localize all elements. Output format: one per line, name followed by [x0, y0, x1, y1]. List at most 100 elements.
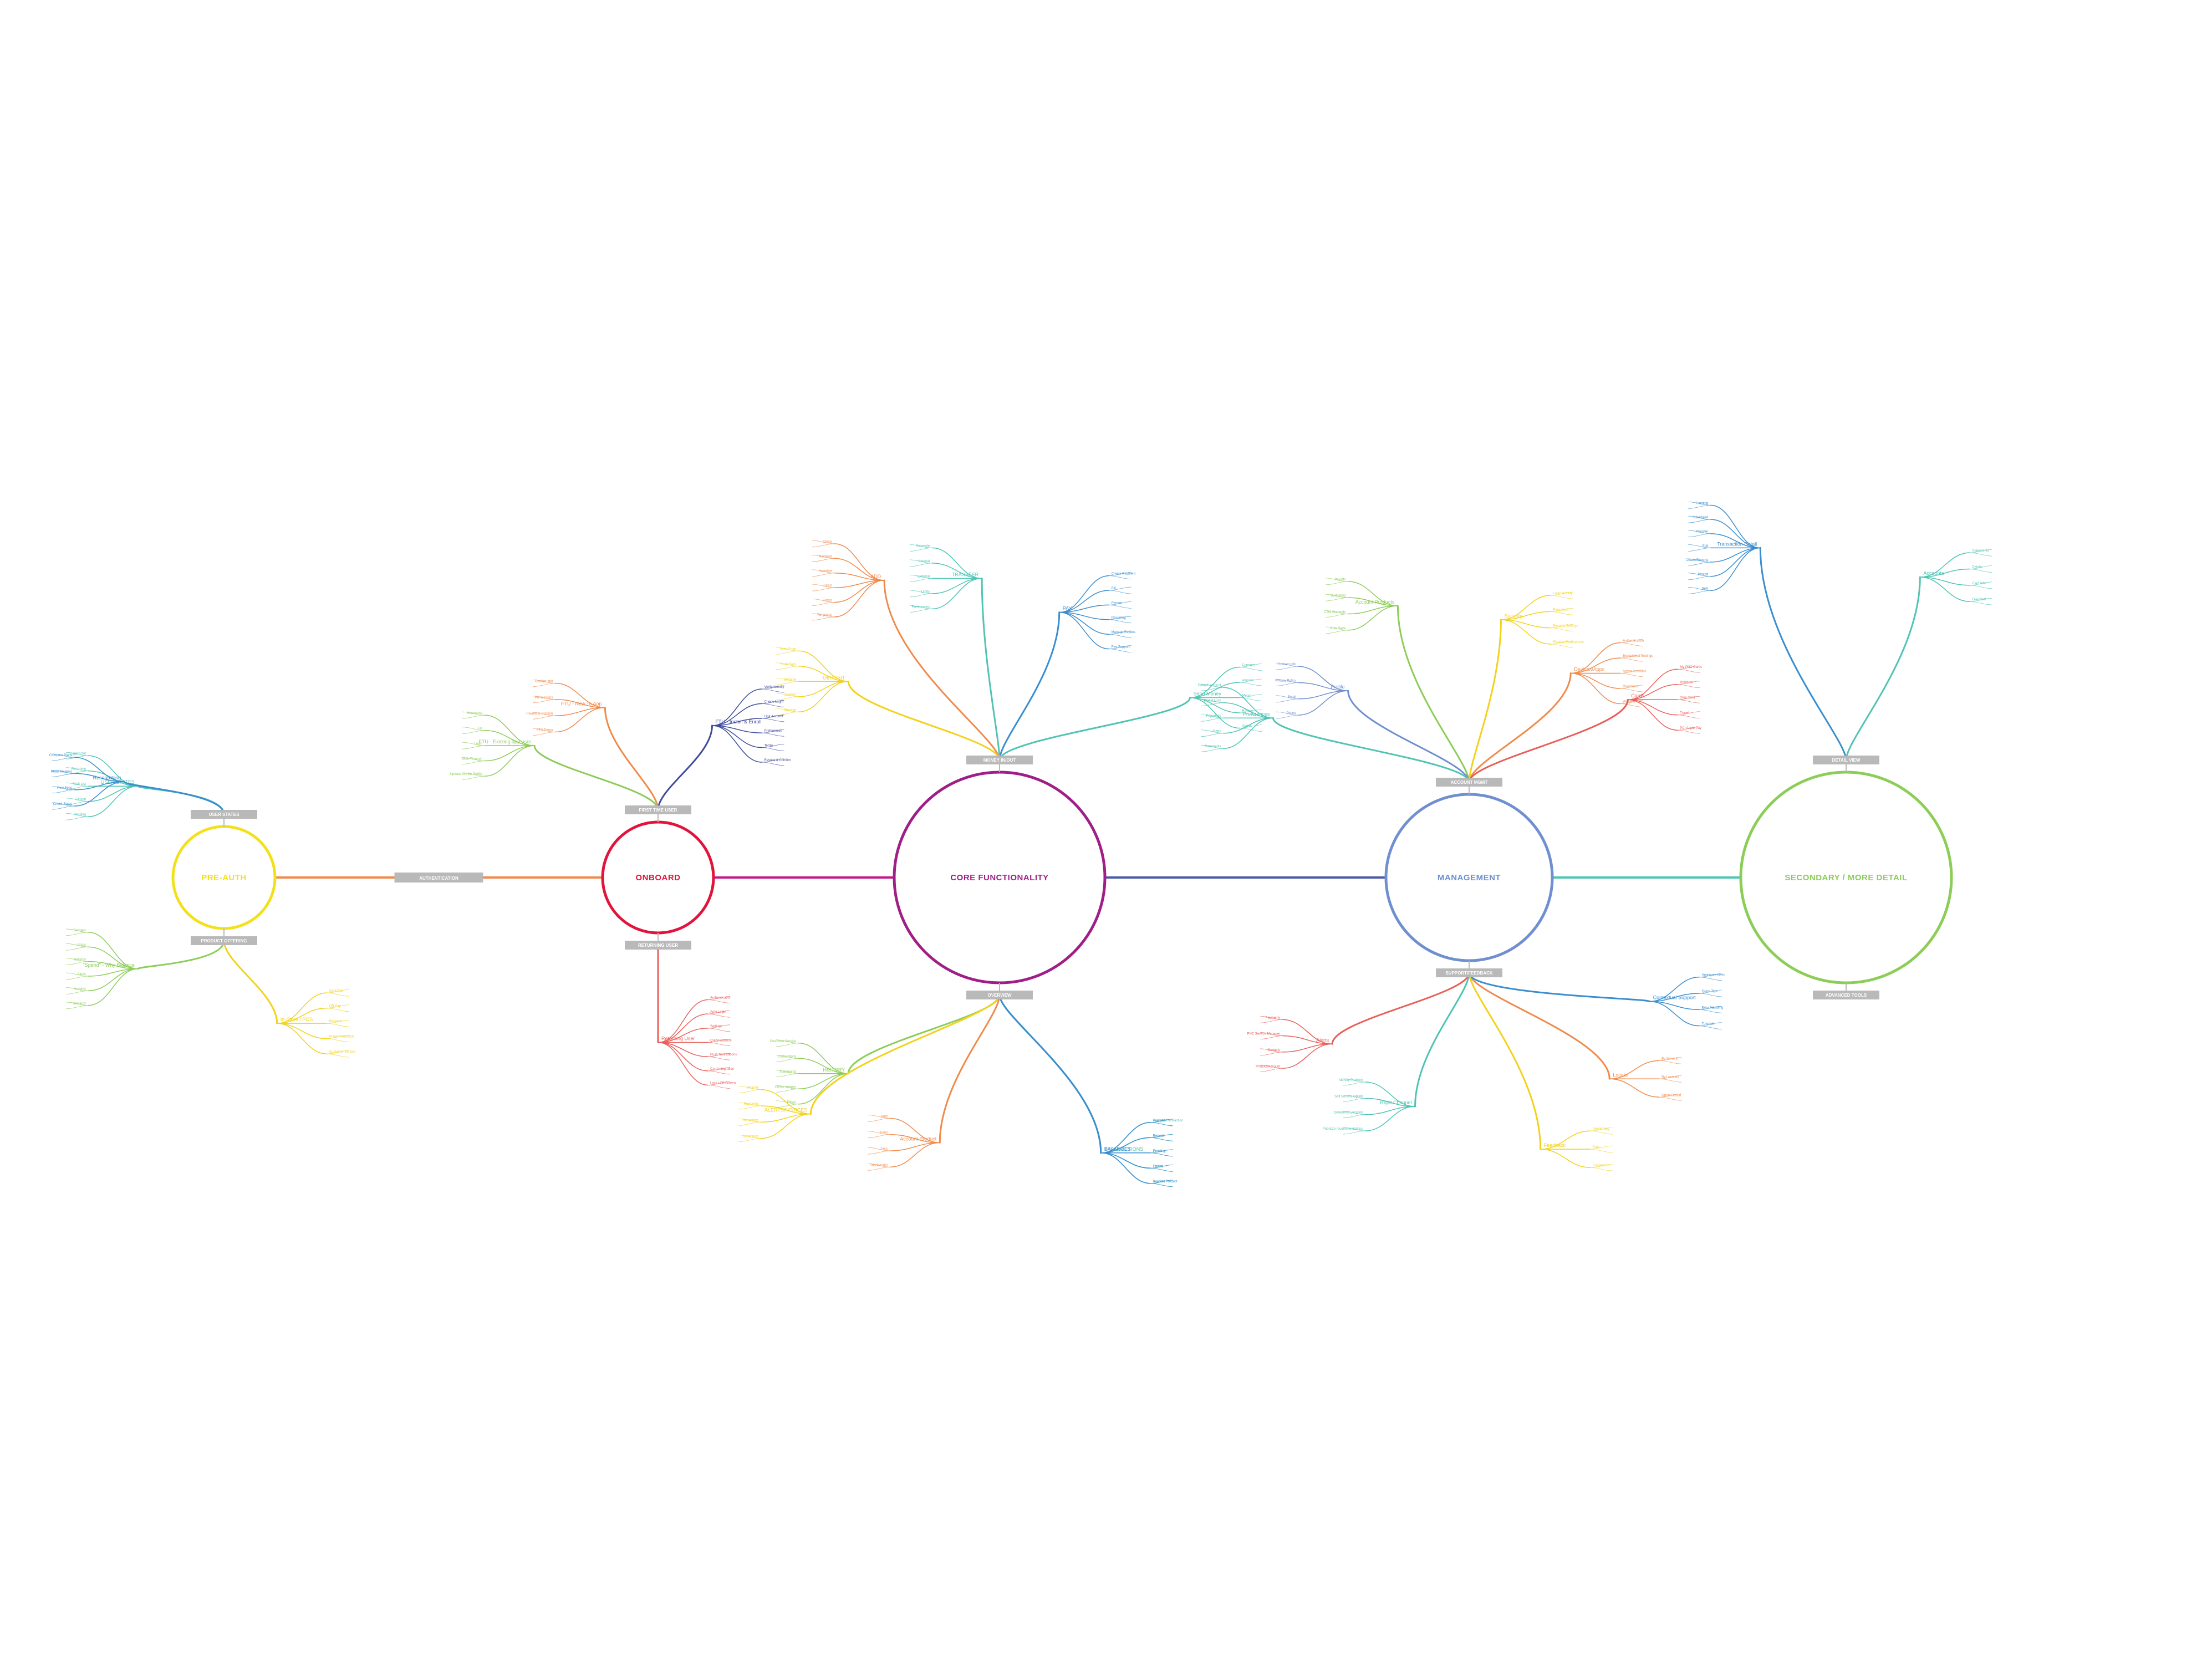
- tag-box-money-in-out[interactable]: [966, 756, 1033, 764]
- leaf-label[interactable]: Anticipate Need: [1702, 974, 1725, 977]
- leaf-label[interactable]: Details: [1972, 566, 1982, 569]
- leaf-label[interactable]: Quick Balance: [710, 1039, 732, 1043]
- branch-transfer[interactable]: TRANSFERScheduleInternalExternalLimitsPr…: [910, 544, 1001, 761]
- tag-box-account-mgmt[interactable]: [1436, 778, 1502, 787]
- leaf-label[interactable]: Determine Location: [1334, 1111, 1363, 1115]
- leaf-label[interactable]: Authentication: [710, 997, 731, 1000]
- leaf-label[interactable]: Auto Save: [1331, 627, 1346, 630]
- leaf-label[interactable]: Scheduled: [1693, 516, 1708, 519]
- leaf-label[interactable]: Identify Problem: [1339, 1079, 1363, 1082]
- leaf-label[interactable]: Memo: [1242, 695, 1251, 698]
- leaf-label[interactable]: Quick Tips: [1702, 990, 1717, 993]
- leaf-label[interactable]: Insights: [74, 987, 86, 991]
- branch-spend-why-balance[interactable]: "Spend" - Why BalanceBudgetsGoalsSavings…: [65, 929, 225, 1009]
- leaf-label[interactable]: Returning: [72, 768, 86, 771]
- leaf-label[interactable]: Widgets: [1623, 701, 1635, 704]
- branch-alerts-notices[interactable]: ALERTS/NOTICESSecurityPaymentsRemindersS…: [738, 994, 1001, 1142]
- leaf-label[interactable]: Walk-Through: [462, 758, 482, 761]
- leaf-label[interactable]: Download: [1623, 685, 1638, 688]
- leaf-label[interactable]: Check Images: [775, 1085, 796, 1089]
- leaf-label[interactable]: Default account: [1198, 684, 1221, 687]
- tag-box-user-states[interactable]: [191, 810, 257, 819]
- leaf-label[interactable]: Travel: [1680, 712, 1689, 715]
- leaf-label[interactable]: Receipts: [329, 1020, 342, 1023]
- leaf-label[interactable]: Alerts: [78, 973, 86, 976]
- leaf-label[interactable]: Charts/Reports: [1686, 559, 1708, 562]
- tag-box-product-offering[interactable]: [191, 936, 257, 945]
- leaf-label[interactable]: Authentication: [1623, 640, 1644, 643]
- leaf-label[interactable]: Search: [1153, 1180, 1164, 1183]
- leaf-label[interactable]: Budgets: [1268, 1049, 1280, 1052]
- leaf-label[interactable]: Trends: [1153, 1165, 1163, 1168]
- hub-management[interactable]: MANAGEMENT: [1384, 793, 1554, 962]
- leaf-label[interactable]: Self Service Option: [1334, 1095, 1363, 1098]
- leaf-label[interactable]: Stop Card: [1680, 696, 1695, 700]
- leaf-label[interactable]: Product/Account: [1256, 1065, 1280, 1068]
- leaf-label[interactable]: Payments: [1265, 1016, 1280, 1019]
- leaf-label[interactable]: Phone: [1286, 712, 1296, 715]
- leaf-label[interactable]: Review: [1242, 710, 1253, 713]
- tag-box-first-time-user[interactable]: [625, 805, 691, 814]
- leaf-label[interactable]: Push Notifications: [710, 1053, 737, 1057]
- leaf-label[interactable]: Payments: [744, 1103, 759, 1106]
- leaf-label[interactable]: Recent: [1153, 1134, 1164, 1137]
- leaf-label[interactable]: Verify Identity: [764, 686, 784, 689]
- leaf-label[interactable]: Card Integration: [710, 1068, 734, 1071]
- leaf-label[interactable]: Pending: [74, 813, 86, 817]
- leaf-label[interactable]: Account Product: [1153, 1180, 1178, 1183]
- leaf-label[interactable]: Active Sessions: [1623, 670, 1646, 674]
- leaf-label[interactable]: PCI Apple Pay: [1680, 727, 1701, 730]
- leaf-label[interactable]: Recurring: [1112, 616, 1126, 620]
- leaf-label[interactable]: Email: [1288, 696, 1296, 699]
- branch-add[interactable]: ADDCheckPaymentIncentiveDirectCodesTempl…: [812, 540, 1001, 761]
- leaf-label[interactable]: External: [918, 575, 930, 578]
- leaf-label[interactable]: Create Payment: [1112, 573, 1136, 576]
- leaf-label[interactable]: Wait List: [73, 783, 86, 786]
- leaf-label[interactable]: Security Settings: [1553, 625, 1578, 628]
- leaf-label[interactable]: Lists / Off Screen: [710, 1082, 736, 1085]
- leaf-label[interactable]: QR Pay: [329, 1005, 341, 1008]
- leaf-label[interactable]: Person: [1112, 601, 1122, 605]
- hub-onboard[interactable]: ONBOARD: [601, 820, 715, 935]
- hub-secondary[interactable]: SECONDARY / MORE DETAIL: [1739, 771, 1953, 984]
- leaf-label[interactable]: Posted: [1698, 573, 1709, 577]
- tag-box-returning-user[interactable]: [625, 941, 691, 950]
- leaf-label[interactable]: Review & Confirm: [526, 712, 553, 716]
- leaf-label[interactable]: Scan Back: [781, 663, 797, 666]
- leaf-label[interactable]: Schedule: [916, 544, 930, 548]
- leaf-label[interactable]: Fraud Protection: [329, 1035, 354, 1039]
- leaf-label[interactable]: Scheduled: [743, 1135, 758, 1139]
- leaf-label[interactable]: Exceptional Settings: [1623, 655, 1653, 658]
- leaf-label[interactable]: Login: [474, 742, 482, 746]
- leaf-label[interactable]: Overdraft: [1972, 598, 1986, 601]
- leaf-label[interactable]: Security: [747, 1086, 759, 1090]
- tag-box-overview[interactable]: [966, 991, 1033, 999]
- leaf-label[interactable]: Paperless: [1206, 715, 1221, 718]
- branch-ftu-existing-app-user[interactable]: FTU - Existing app userUsernameFillLogin…: [450, 711, 659, 811]
- leaf-label[interactable]: Fees: [880, 1131, 888, 1135]
- leaf-label[interactable]: Card Tap: [329, 989, 343, 993]
- hub-core[interactable]: CORE FUNCTIONALITY: [893, 771, 1107, 984]
- leaf-label[interactable]: Flagged Transaction: [1153, 1119, 1183, 1123]
- leaf-label[interactable]: Incentive: [819, 570, 833, 573]
- leaf-label[interactable]: Budgets: [74, 929, 86, 932]
- leaf-label[interactable]: Manage: [784, 708, 797, 712]
- leaf-label[interactable]: Privacy Policy: [1275, 679, 1296, 682]
- leaf-label[interactable]: PNC Service Manager: [1247, 1033, 1280, 1036]
- leaf-label[interactable]: Endorse: [784, 678, 797, 681]
- leaf-label[interactable]: Payment: [819, 555, 832, 558]
- leaf-label[interactable]: Posted: [1153, 1165, 1164, 1168]
- leaf-label[interactable]: Terms: [764, 744, 773, 748]
- leaf-label[interactable]: Pending: [1153, 1150, 1165, 1153]
- leaf-label[interactable]: Goals: [77, 943, 86, 947]
- leaf-label[interactable]: Confirm: [784, 693, 796, 697]
